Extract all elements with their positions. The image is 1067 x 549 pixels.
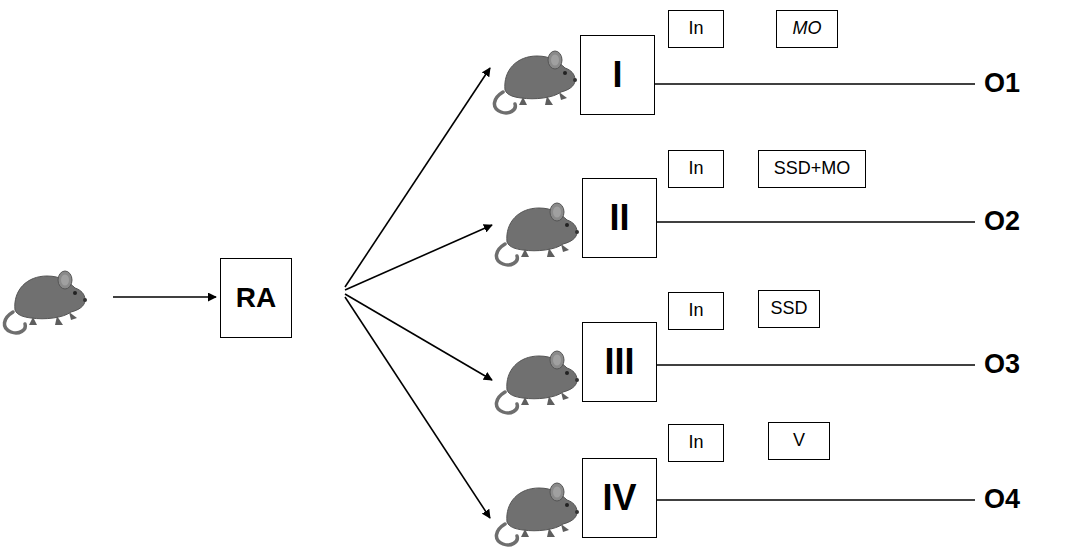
- mouse-illustration: [496, 483, 579, 545]
- intervention-box: In: [668, 292, 724, 330]
- timeline-line: [657, 221, 975, 223]
- intervention-box: In: [668, 10, 724, 48]
- mouse-illustration: [494, 51, 577, 113]
- mouse-illustration: [4, 271, 87, 333]
- outcome-label: O1: [982, 68, 1022, 99]
- box-label: In: [688, 433, 703, 453]
- group-box: III: [582, 322, 657, 402]
- box-label: II: [609, 198, 629, 238]
- outcome-label: O4: [982, 484, 1022, 515]
- treatment-box: SSD+MO: [758, 150, 866, 188]
- treatment-box: V: [768, 422, 830, 460]
- outcome-label: O3: [982, 349, 1022, 380]
- timeline-line: [657, 364, 975, 366]
- box-label: RA: [236, 283, 276, 314]
- mouse-illustration: [496, 203, 579, 265]
- intervention-box: In: [668, 424, 724, 462]
- timeline-line: [655, 83, 975, 85]
- box-label: SSD: [770, 299, 807, 319]
- mouse-illustration: [496, 351, 579, 413]
- randomization-box: RA: [220, 258, 292, 338]
- treatment-box: SSD: [758, 290, 820, 328]
- arrow: [113, 296, 216, 298]
- box-label: IV: [602, 478, 636, 518]
- box-label: III: [604, 342, 634, 382]
- outcome-label: O2: [982, 206, 1022, 237]
- arrow: [345, 294, 492, 380]
- box-label: I: [612, 55, 622, 95]
- group-box: IV: [582, 458, 657, 538]
- box-label: SSD+MO: [774, 159, 851, 179]
- box-label: MO: [793, 19, 822, 39]
- intervention-box: In: [668, 150, 724, 188]
- box-label: In: [688, 301, 703, 321]
- arrow: [345, 297, 490, 518]
- group-box: I: [580, 35, 655, 115]
- arrow: [345, 225, 492, 290]
- timeline-line: [657, 499, 975, 501]
- treatment-box: MO: [776, 10, 838, 48]
- box-label: V: [793, 431, 805, 451]
- arrow: [345, 68, 490, 287]
- box-label: In: [688, 159, 703, 179]
- group-box: II: [582, 178, 657, 258]
- box-label: In: [688, 19, 703, 39]
